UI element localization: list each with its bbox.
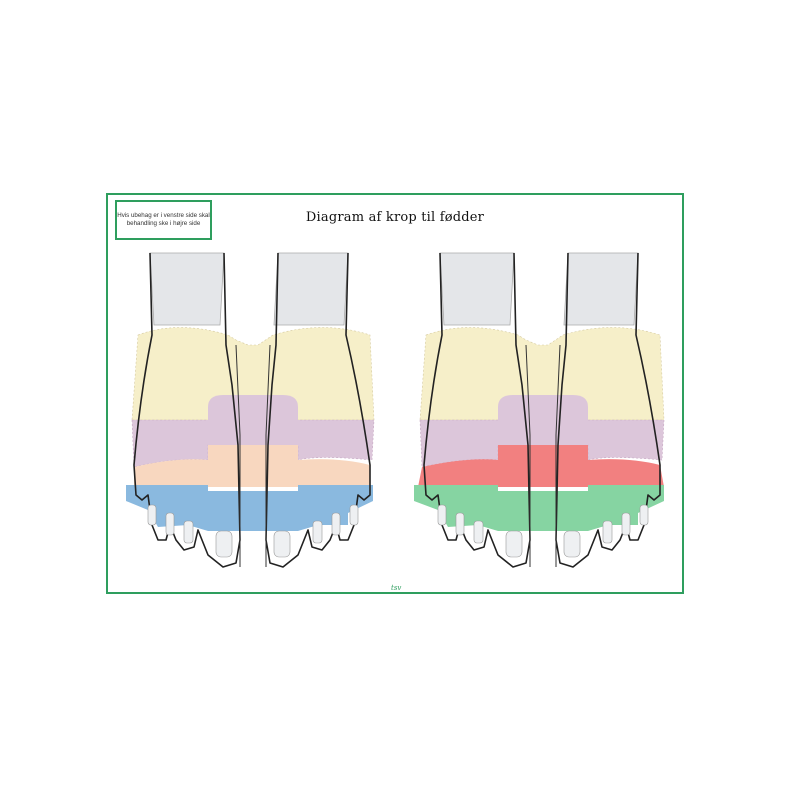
left-pair-right-foot-outline [265, 252, 371, 568]
zone-purple-center-right [498, 395, 588, 445]
right-pair-midline [525, 344, 561, 567]
zone-red-right [418, 445, 664, 487]
note-line-2: behandling ske i højre side [126, 220, 201, 227]
right-pair-right-leg [563, 252, 639, 326]
note-line-1: Hvis ubehag er i venstre side skal [117, 212, 210, 219]
left-feet-pair [126, 252, 375, 568]
feet-diagram [126, 252, 665, 568]
zone-purple-center-left [208, 395, 298, 445]
left-pair-right-leg [273, 252, 349, 326]
right-pair-left-foot-outline [423, 252, 531, 568]
left-pair-midline [235, 344, 271, 567]
zone-green-right [414, 485, 664, 531]
right-pair-right-foot-outline [555, 252, 661, 568]
diagram-frame: Hvis ubehag er i venstre side skal behan… [106, 193, 684, 594]
zone-peach-left [134, 445, 370, 487]
zone-yellow-right [419, 327, 665, 421]
zone-yellow-left [131, 327, 375, 421]
left-pair-left-leg [149, 252, 225, 326]
right-pair-left-leg [439, 252, 515, 326]
right-feet-pair [414, 252, 665, 568]
signature-mark: tsv [391, 584, 402, 592]
left-pair-left-foot-outline [133, 252, 241, 568]
diagram-title: Diagram af krop til fødder [305, 210, 485, 225]
zone-blue-left [126, 485, 373, 531]
note-box: Hvis ubehag er i venstre side skal behan… [115, 200, 212, 240]
